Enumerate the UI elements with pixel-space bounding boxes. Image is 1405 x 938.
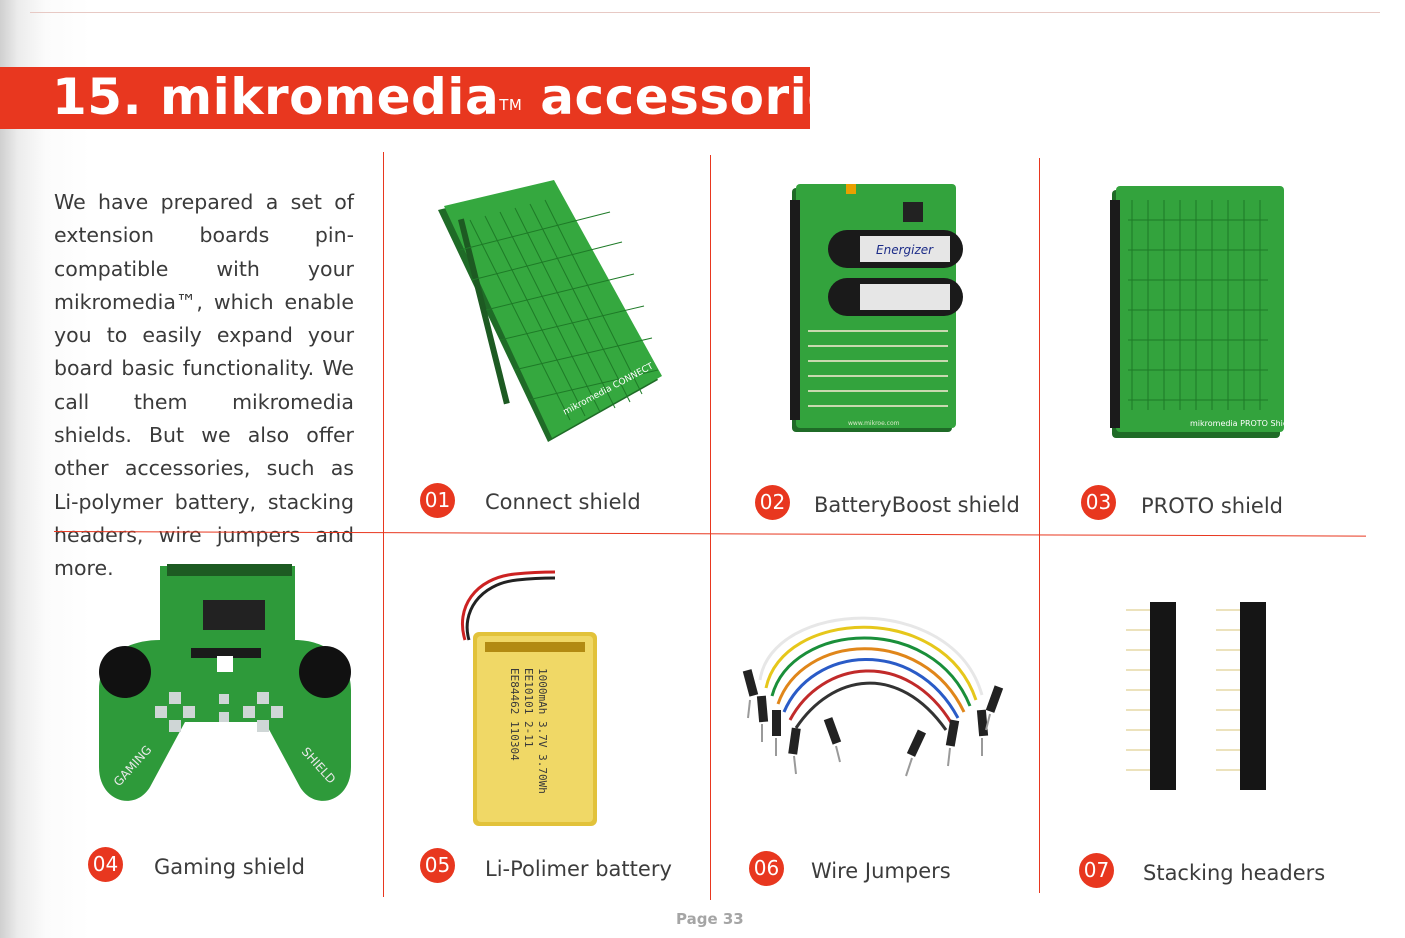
board-url-text: www.mikroe.com: [848, 420, 900, 427]
page-title: 15. mikromediaTM accessories: [52, 66, 872, 128]
battery-print-line-1: EE84462 110304: [508, 668, 521, 761]
item-label-wire-jumpers: Wire Jumpers: [811, 859, 951, 883]
lipo-battery-image: EE84462 110304 EE10101 2-11 1000mAh 3.7V…: [460, 570, 597, 826]
title-brand: mikromedia: [160, 68, 500, 126]
header-strip-left: [1150, 602, 1176, 790]
item-number-02: 02: [755, 485, 790, 520]
item-label-stacking-headers: Stacking headers: [1143, 861, 1326, 885]
battery-print-line-3: 1000mAh 3.7V 3.70Wh: [536, 668, 549, 794]
section-number: 15.: [52, 68, 143, 126]
item-number-04: 04: [88, 847, 123, 882]
battery-print-line-2: EE10101 2-11: [522, 668, 535, 747]
header-strip-right: [1240, 602, 1266, 790]
connect-shield-image: mikromedia CONNECT Shield: [438, 180, 682, 442]
aa-battery-1: Energizer: [828, 230, 963, 268]
item-label-connect-shield: Connect shield: [485, 490, 641, 514]
stacking-headers-image: [1126, 602, 1266, 790]
divider-v3: [1039, 158, 1040, 893]
item-label-gaming-shield: Gaming shield: [154, 855, 305, 879]
page-number: Page 33: [676, 910, 744, 928]
top-rule: [30, 12, 1380, 13]
title-word: accessories: [540, 68, 872, 126]
proto-shield-image: mikromedia PROTO Shield: [1110, 186, 1295, 438]
aa-battery-2: [828, 278, 963, 316]
item-number-05: 05: [420, 848, 455, 883]
item-label-proto-shield: PROTO shield: [1141, 494, 1283, 518]
trademark-mark: TM: [499, 96, 523, 114]
divider-v2: [710, 155, 711, 900]
battery-brand-text: Energizer: [876, 243, 934, 257]
batteryboost-shield-image: Energizer www.mikroe.com: [790, 184, 963, 432]
intro-paragraph: We have prepared a set of extension boar…: [54, 190, 354, 581]
title-bar: [0, 67, 810, 129]
item-number-03: 03: [1081, 485, 1116, 520]
divider-v1: [383, 152, 384, 897]
item-label-batteryboost-shield: BatteryBoost shield: [814, 493, 1020, 517]
item-number-01: 01: [420, 483, 455, 518]
proto-board-text: mikromedia PROTO Shield: [1190, 419, 1295, 428]
gaming-shield-image: GAMING SHIELD: [99, 564, 351, 801]
item-label-lipo-battery: Li-Polimer battery: [485, 857, 672, 881]
item-number-06: 06: [749, 851, 784, 886]
wire-jumpers-image: [742, 616, 1004, 777]
item-number-07: 07: [1079, 853, 1114, 888]
